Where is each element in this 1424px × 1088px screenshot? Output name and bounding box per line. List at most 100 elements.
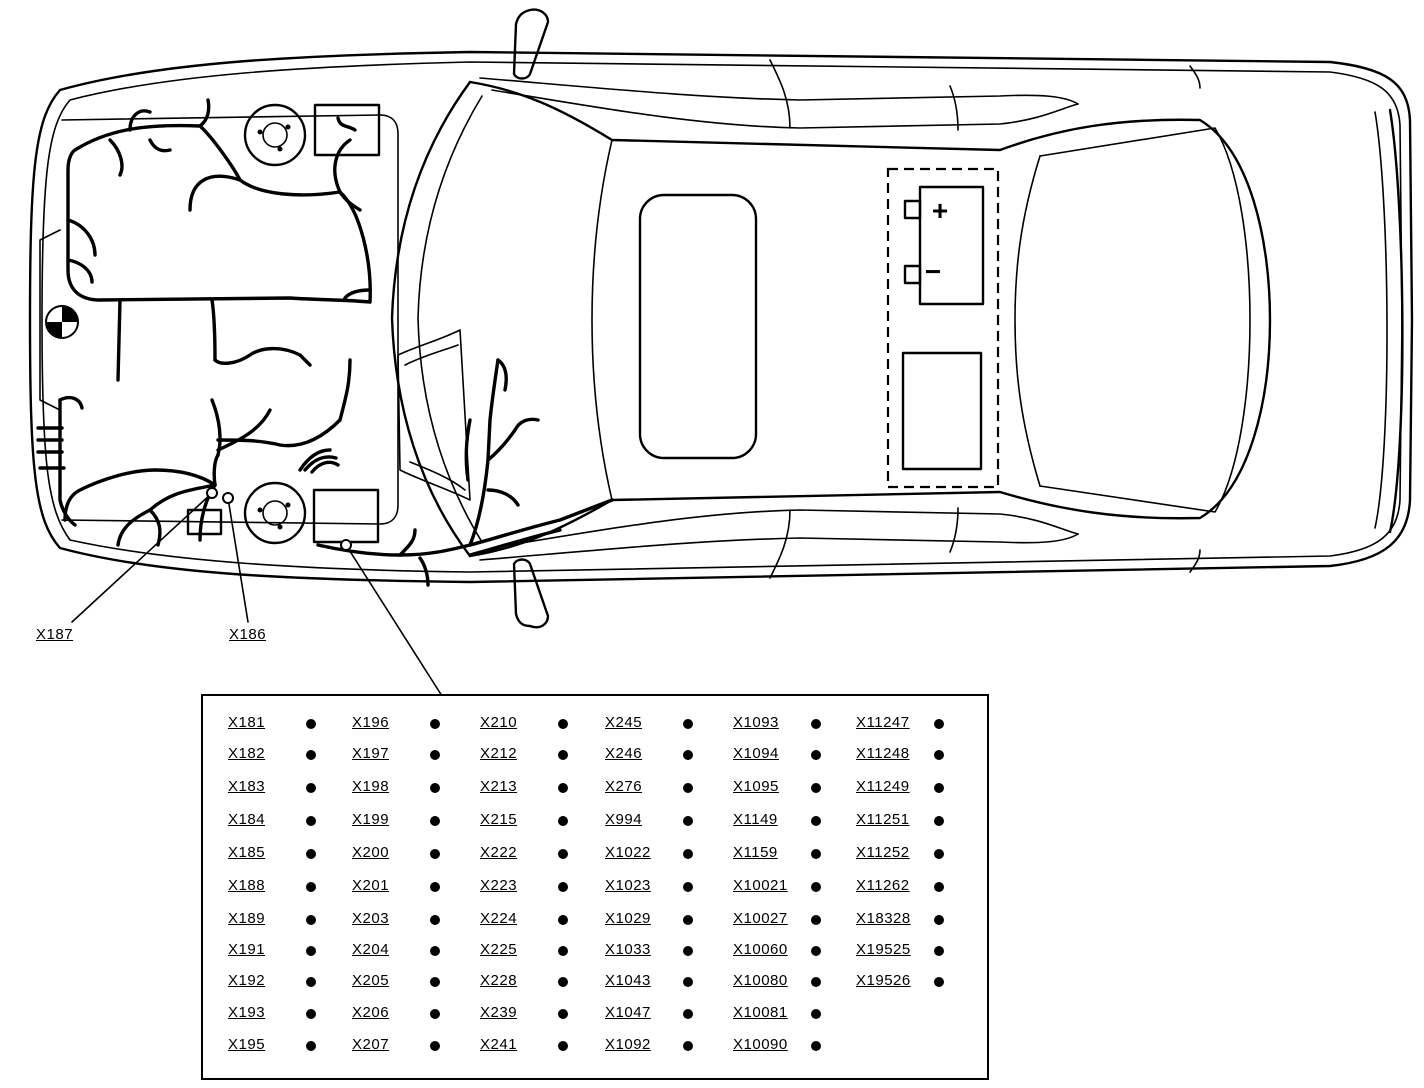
connector-code: X228 [480, 972, 518, 989]
connector-code: X223 [480, 877, 518, 894]
connector-entry: X245 [605, 714, 725, 734]
connector-entry: X181 [228, 714, 348, 734]
strut-tower-bottom [245, 483, 305, 543]
connector-code: X246 [605, 745, 643, 762]
connector-entry: X10027 [733, 910, 853, 930]
connector-code: X222 [480, 844, 518, 861]
connector-bullet [811, 783, 821, 793]
connector-code: X10080 [733, 972, 788, 989]
connector-entry: X185 [228, 844, 348, 864]
connector-bullet [306, 816, 316, 826]
battery [905, 187, 983, 304]
connector-entry: X11247 [856, 714, 976, 734]
connector-code: X10060 [733, 941, 788, 958]
connector-bullet [306, 1041, 316, 1051]
connector-bullet [811, 750, 821, 760]
connector-entry: X212 [480, 745, 600, 765]
connector-bullet [811, 719, 821, 729]
junction-box-bottom [314, 490, 378, 542]
connector-entry: X215 [480, 811, 600, 831]
connector-code: X1092 [605, 1036, 651, 1053]
connector-code: X1033 [605, 941, 651, 958]
connector-entry: X223 [480, 877, 600, 897]
connector-code: X213 [480, 778, 518, 795]
connector-entry: X10090 [733, 1036, 853, 1056]
connector-entry: X1095 [733, 778, 853, 798]
connector-code: X10081 [733, 1004, 788, 1021]
connector-code: X241 [480, 1036, 518, 1053]
connector-entry: X191 [228, 941, 348, 961]
connector-bullet [811, 1041, 821, 1051]
connector-code: X11247 [856, 714, 910, 731]
battery-plus-label: + [932, 195, 948, 226]
connector-entry: X198 [352, 778, 472, 798]
connector-code: X185 [228, 844, 266, 861]
connector-bullet [306, 750, 316, 760]
connector-entry: X203 [352, 910, 472, 930]
connector-entry: X206 [352, 1004, 472, 1024]
connector-bullet [430, 816, 440, 826]
connector-code: X205 [352, 972, 390, 989]
connector-entry: X11249 [856, 778, 976, 798]
connector-code: X207 [352, 1036, 390, 1053]
connector-bullet [558, 1041, 568, 1051]
connector-bullet [430, 783, 440, 793]
connector-entry: X228 [480, 972, 600, 992]
callout-x186-label: X186 [229, 626, 267, 643]
connector-code: X195 [228, 1036, 266, 1053]
connector-bullet [430, 719, 440, 729]
connector-code: X198 [352, 778, 390, 795]
connector-bullet [430, 750, 440, 760]
connector-bullet [683, 719, 693, 729]
connector-code: X11262 [856, 877, 910, 894]
connector-bullet [430, 946, 440, 956]
connector-code: X1159 [733, 844, 778, 861]
connector-entry: X189 [228, 910, 348, 930]
connector-entry: X1033 [605, 941, 725, 961]
connector-bullet [558, 915, 568, 925]
trunk-module [903, 353, 981, 469]
connector-bullet [811, 849, 821, 859]
connector-entry: X205 [352, 972, 472, 992]
connector-code: X10027 [733, 910, 788, 927]
connector-entry: X239 [480, 1004, 600, 1024]
connector-entry: X1022 [605, 844, 725, 864]
connector-code: X191 [228, 941, 266, 958]
connector-code: X1023 [605, 877, 651, 894]
door-sills [480, 60, 1200, 578]
connector-entry: X197 [352, 745, 472, 765]
connector-entry: X10060 [733, 941, 853, 961]
connector-bullet [934, 977, 944, 987]
connector-entry: X11251 [856, 811, 976, 831]
cabin-outline [392, 82, 1270, 556]
connector-entry: X182 [228, 745, 348, 765]
connector-code: X11252 [856, 844, 910, 861]
connector-entry: X276 [605, 778, 725, 798]
connector-entry: X192 [228, 972, 348, 992]
connector-entry: X225 [480, 941, 600, 961]
connector-bullet [934, 882, 944, 892]
connector-entry: X196 [352, 714, 472, 734]
connector-bullet [558, 946, 568, 956]
connector-entry: X204 [352, 941, 472, 961]
connector-entry: X1043 [605, 972, 725, 992]
connector-code: X215 [480, 811, 518, 828]
connector-entry: X1159 [733, 844, 853, 864]
connector-code: X182 [228, 745, 266, 762]
connector-bullet [430, 915, 440, 925]
connector-code: X1029 [605, 910, 651, 927]
connector-entry: X199 [352, 811, 472, 831]
connector-entry: X19526 [856, 972, 976, 992]
connector-bullet [811, 816, 821, 826]
connector-code: X1095 [733, 778, 779, 795]
connector-entry: X19525 [856, 941, 976, 961]
connector-entry: X1047 [605, 1004, 725, 1024]
connector-bullet [306, 849, 316, 859]
connector-entry: X11252 [856, 844, 976, 864]
connector-entry: X241 [480, 1036, 600, 1056]
connector-code: X239 [480, 1004, 518, 1021]
connector-code: X19526 [856, 972, 911, 989]
connector-code: X276 [605, 778, 643, 795]
connector-bullet [306, 783, 316, 793]
connector-code: X181 [228, 714, 266, 731]
